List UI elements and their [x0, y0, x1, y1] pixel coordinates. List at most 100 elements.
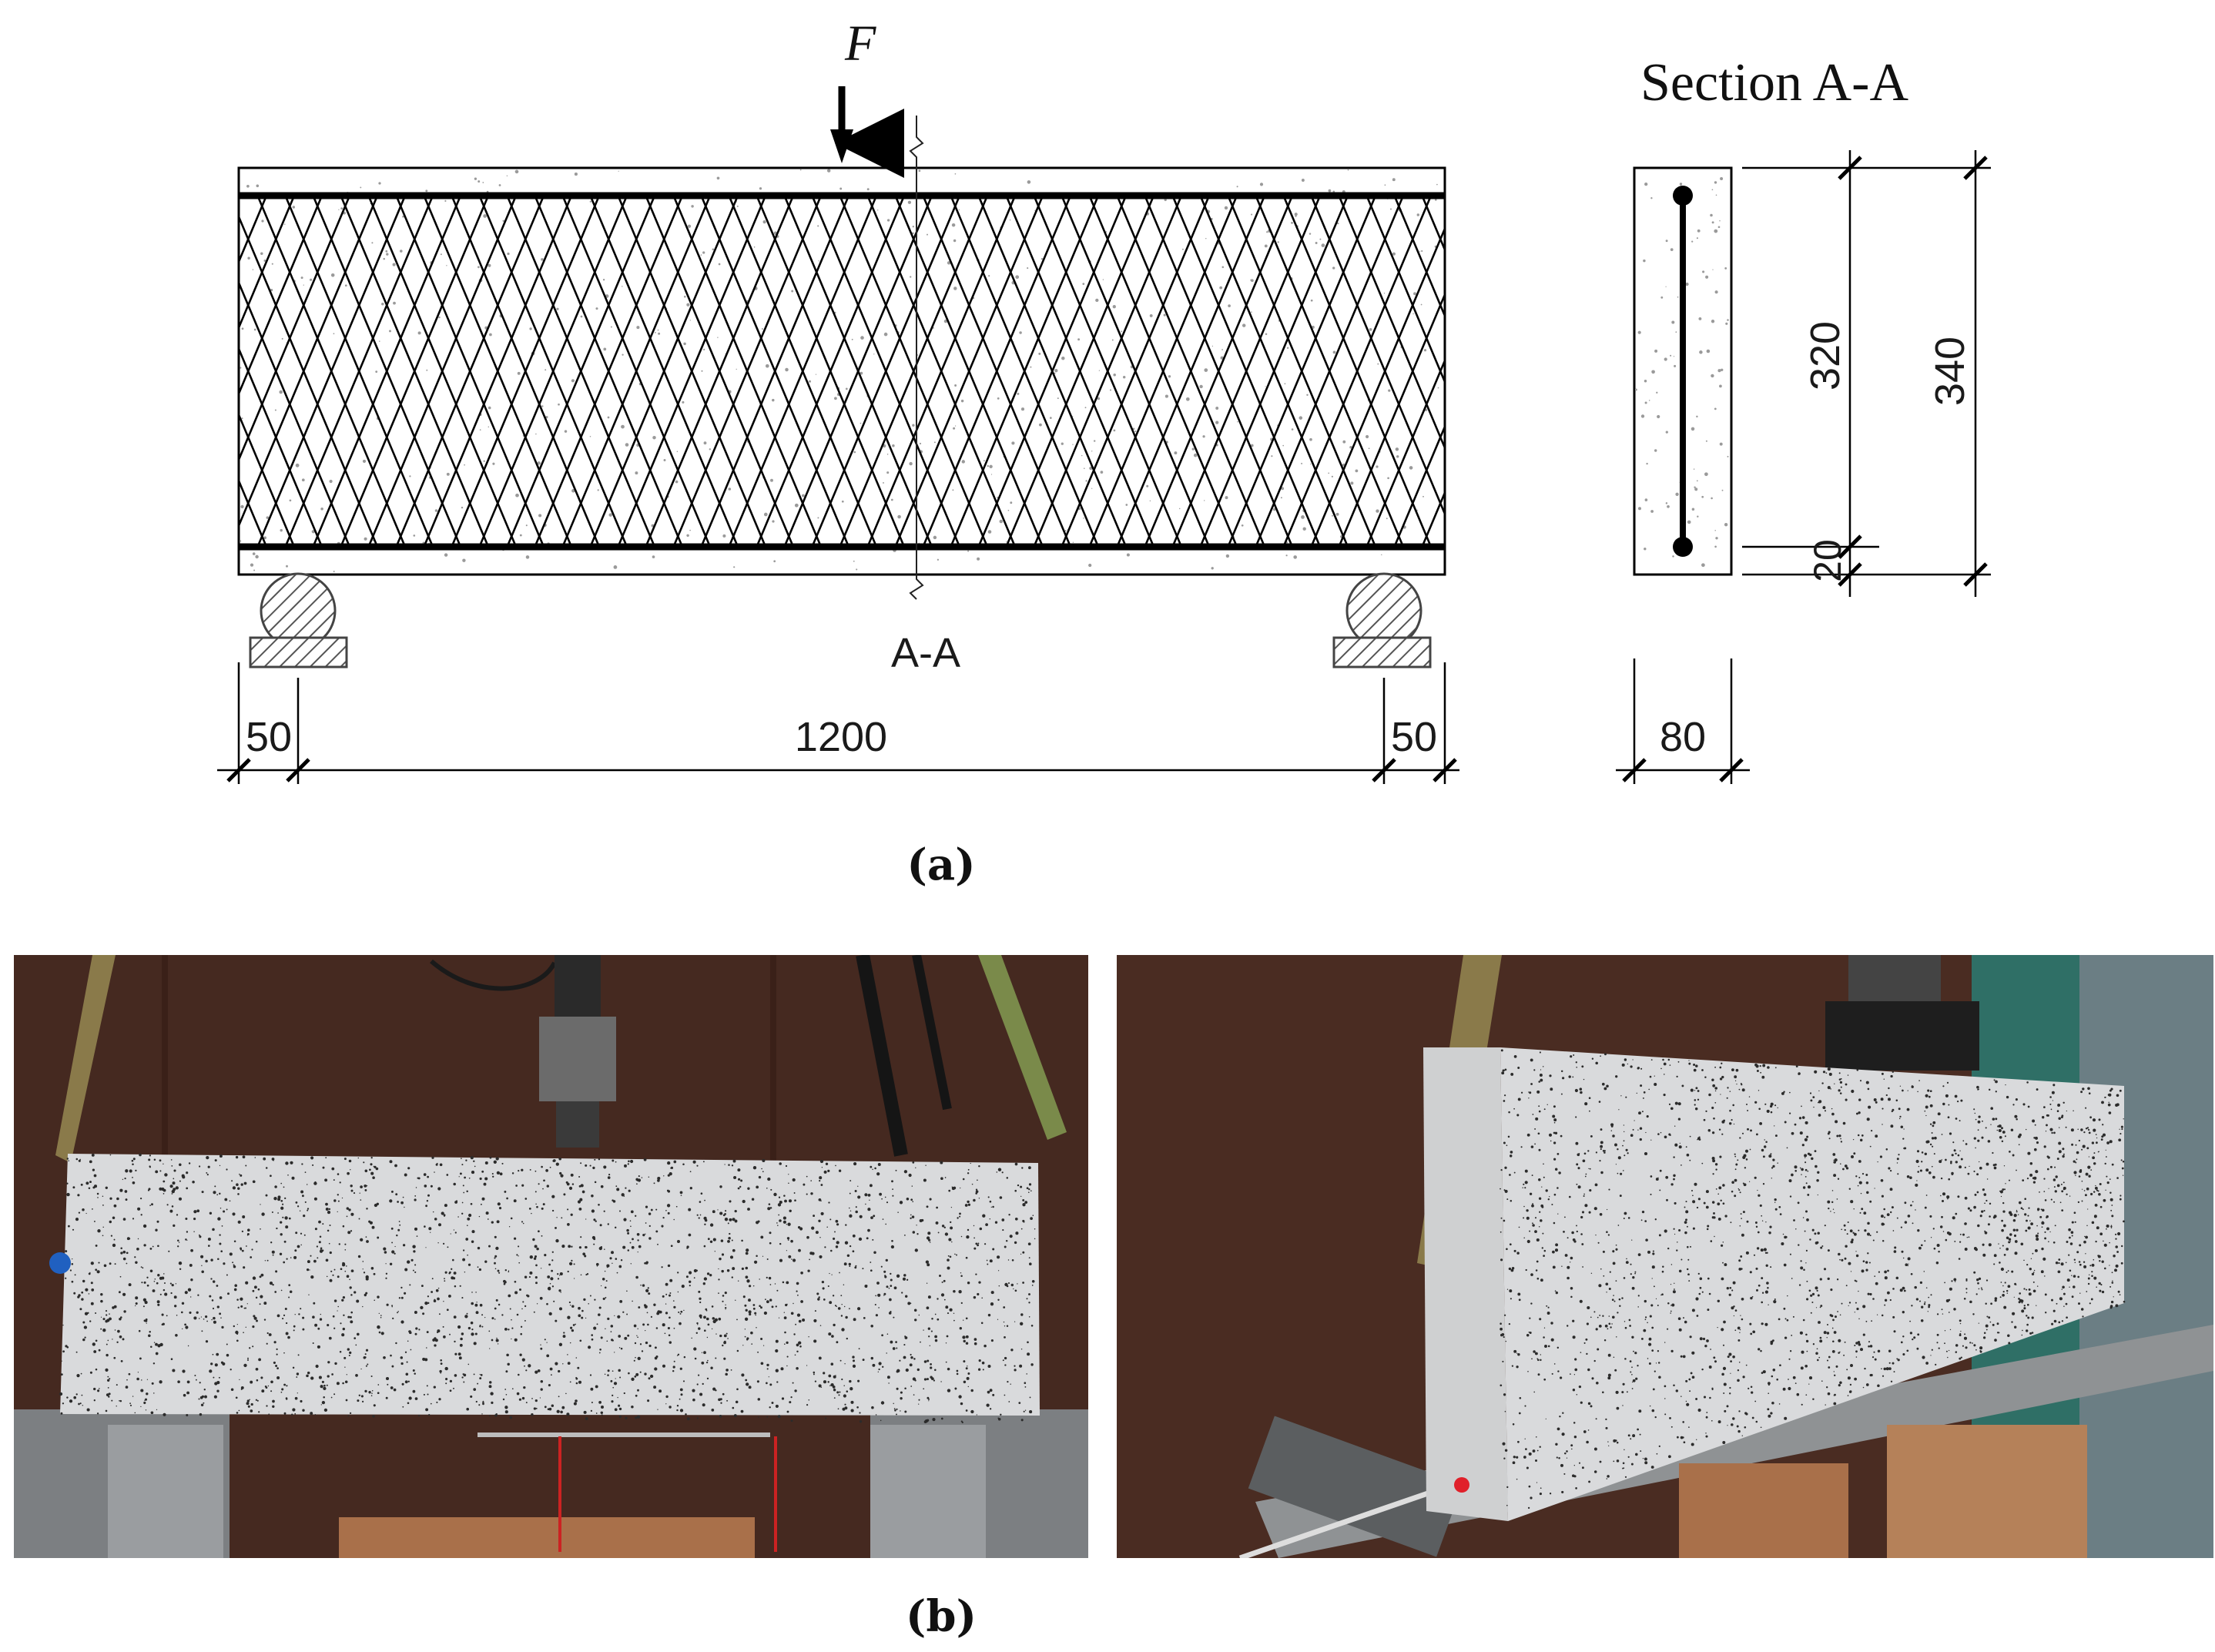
speckle-dot — [192, 1180, 195, 1184]
speckle-dot — [953, 239, 957, 243]
speckle-dot — [1754, 1101, 1758, 1104]
speckle-dot — [853, 1162, 857, 1166]
speckle-dot — [594, 1298, 596, 1301]
speckle-dot — [2002, 1210, 2006, 1213]
speckle-dot — [989, 464, 993, 468]
speckle-dot — [676, 1409, 679, 1412]
speckle-dot — [2098, 1118, 2101, 1121]
speckle-dot — [229, 1252, 233, 1256]
speckle-dot — [363, 1272, 366, 1274]
speckle-dot — [1583, 1193, 1585, 1195]
speckle-dot — [1869, 1200, 1872, 1203]
speckle-dot — [1924, 1110, 1926, 1112]
speckle-dot — [703, 348, 705, 350]
speckle-dot — [390, 1190, 394, 1193]
speckle-dot — [2013, 1214, 2017, 1218]
speckle-dot — [1758, 1284, 1761, 1287]
speckle-dot — [219, 1312, 222, 1315]
speckle-dot — [679, 1322, 682, 1325]
speckle-dot — [1712, 1159, 1716, 1163]
speckle-dot — [1990, 1302, 1992, 1305]
speckle-dot — [1670, 1349, 1674, 1353]
speckle-dot — [1644, 1299, 1647, 1303]
speckle-dot — [103, 1264, 107, 1268]
speckle-dot — [1745, 1103, 1748, 1106]
speckle-dot — [644, 1372, 647, 1376]
speckle-dot — [1808, 1289, 1811, 1292]
speckle-dot — [1272, 508, 1276, 511]
speckle-dot — [1900, 1341, 1903, 1344]
speckle-dot — [699, 1297, 702, 1300]
speckle-dot — [631, 1245, 635, 1249]
speckle-dot — [927, 1396, 930, 1399]
speckle-dot — [518, 1398, 521, 1401]
speckle-dot — [810, 1180, 812, 1181]
speckle-dot — [883, 1270, 886, 1273]
speckle-dot — [1392, 178, 1396, 182]
speckle-dot — [258, 1411, 260, 1413]
speckle-dot — [1146, 484, 1149, 488]
speckle-dot — [2036, 1208, 2040, 1211]
speckle-dot — [923, 1378, 927, 1381]
speckle-dot — [818, 1198, 822, 1201]
speckle-dot — [474, 1303, 478, 1307]
speckle-dot — [1694, 486, 1696, 488]
speckle-dot — [300, 1244, 302, 1246]
speckle-dot — [1812, 1096, 1815, 1099]
speckle-dot — [808, 1399, 810, 1401]
speckle-dot — [1994, 1297, 1998, 1300]
speckle-dot — [1030, 1217, 1033, 1220]
speckle-dot — [1540, 1354, 1541, 1355]
speckle-dot — [965, 1335, 969, 1339]
speckle-dot — [913, 1358, 916, 1360]
speckle-dot — [1204, 500, 1205, 501]
speckle-dot — [536, 1303, 538, 1305]
speckle-dot — [260, 1376, 263, 1379]
speckle-dot — [1570, 1444, 1573, 1447]
speckle-dot — [1630, 1371, 1632, 1373]
speckle-dot — [729, 1200, 732, 1203]
speckle-dot — [971, 1183, 973, 1185]
speckle-dot — [120, 1247, 122, 1250]
speckle-dot — [686, 534, 689, 538]
speckle-dot — [310, 1376, 314, 1380]
speckle-dot — [1605, 1282, 1609, 1286]
speckle-dot — [595, 1220, 597, 1222]
speckle-dot — [1003, 1306, 1006, 1309]
speckle-dot — [2003, 1254, 2006, 1256]
speckle-dot — [502, 1398, 505, 1401]
speckle-dot — [836, 1241, 839, 1245]
speckle-dot — [112, 1216, 116, 1219]
speckle-dot — [669, 1294, 671, 1297]
speckle-dot — [841, 500, 844, 503]
speckle-dot — [1888, 1367, 1892, 1371]
speckle-dot — [602, 279, 605, 281]
speckle-dot — [1677, 1436, 1679, 1439]
speckle-dot — [243, 1332, 244, 1334]
speckle-dot — [457, 1216, 459, 1218]
speckle-dot — [1685, 1400, 1687, 1402]
speckle-dot — [598, 1313, 601, 1316]
speckle-dot — [350, 1189, 354, 1192]
speckle-dot — [1600, 1171, 1603, 1174]
speckle-dot — [1996, 1332, 1999, 1334]
speckle-dot — [1606, 1084, 1609, 1088]
speckle-dot — [369, 1168, 371, 1171]
speckle-dot — [823, 1372, 826, 1375]
speckle-dot — [1734, 1153, 1736, 1155]
speckle-dot — [575, 1377, 578, 1380]
speckle-dot — [1988, 1243, 1992, 1247]
speckle-dot — [2115, 1264, 2119, 1268]
speckle-dot — [508, 1294, 511, 1298]
speckle-dot — [126, 1379, 128, 1381]
speckle-dot — [766, 1416, 769, 1418]
speckle-dot — [1727, 1087, 1729, 1089]
speckle-dot — [1977, 1139, 1980, 1142]
speckle-dot — [590, 1387, 594, 1391]
speckle-dot — [2050, 1108, 2052, 1111]
speckle-dot — [1612, 1262, 1616, 1265]
speckle-dot — [1718, 1186, 1722, 1190]
speckle-dot — [1595, 1418, 1597, 1420]
speckle-dot — [1715, 537, 1718, 540]
speckle-dot — [1030, 1190, 1032, 1192]
